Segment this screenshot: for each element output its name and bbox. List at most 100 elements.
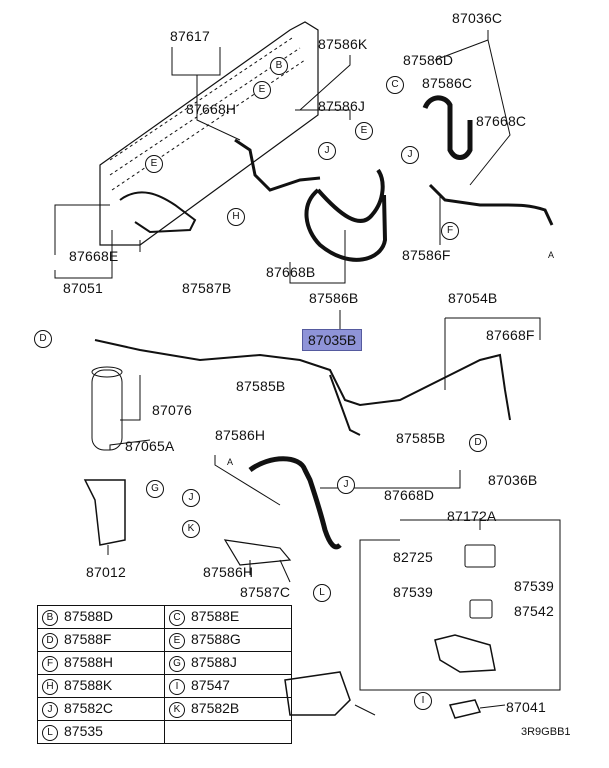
legend-part-number: 87588D <box>64 608 114 625</box>
leader-87051 <box>54 230 113 279</box>
bracket-87587C <box>223 539 292 566</box>
callout-E-3: E <box>145 155 163 173</box>
label-87617: 87617 <box>170 28 210 44</box>
label-87065A: 87065A <box>125 438 175 454</box>
legend-symbol: I <box>169 678 185 695</box>
label-87542: 87542 <box>514 603 554 619</box>
label-87012: 87012 <box>86 564 126 580</box>
label-87539-2: 87539 <box>514 578 554 594</box>
legend-row: J 87582C K 87582B <box>37 697 292 721</box>
label-87668B: 87668B <box>266 264 316 280</box>
callout-J-1: J <box>318 142 336 160</box>
label-87668F: 87668F <box>486 327 535 343</box>
condenser-outline <box>99 21 319 246</box>
label-87036C: 87036C <box>452 10 503 26</box>
callout-E-1: E <box>253 81 271 99</box>
legend-symbol: L <box>42 724 58 741</box>
marker-A-2: A <box>227 457 234 467</box>
label-87668H: 87668H <box>186 101 237 117</box>
legend-symbol: K <box>169 701 185 718</box>
legend-cell: B 87588D <box>37 605 165 629</box>
callout-J-2: J <box>401 146 419 164</box>
callout-L: L <box>313 584 331 602</box>
leader-87586J <box>295 109 351 120</box>
legend-part-number: 87588H <box>64 654 114 671</box>
leader-87668E <box>54 204 110 255</box>
label-87668E: 87668E <box>69 248 119 264</box>
legend-symbol: F <box>42 655 58 672</box>
label-87041: 87041 <box>506 699 546 715</box>
label-87585B: 87585B <box>236 378 286 394</box>
leader-87586B <box>289 230 346 284</box>
label-87172A: 87172A <box>447 508 497 524</box>
label-87668D: 87668D <box>384 487 435 503</box>
legend-symbol: G <box>169 655 185 672</box>
label-82725: 82725 <box>393 549 433 565</box>
hose-87036C <box>422 95 473 160</box>
pipe-87054B <box>94 339 511 421</box>
label-87668C: 87668C <box>476 113 527 129</box>
leader-87586H <box>214 455 281 506</box>
diagram-code: 3R9GBB1 <box>521 726 571 738</box>
callout-H: H <box>227 208 245 226</box>
callout-J-3: J <box>337 476 355 494</box>
legend-cell: F 87588H <box>37 651 165 675</box>
pipe-87054B-b <box>329 374 361 436</box>
legend-part-number: 87547 <box>191 677 230 694</box>
callout-D-1: D <box>34 330 52 348</box>
legend-part-number: 87588E <box>191 608 240 625</box>
label-87054B: 87054B <box>448 290 498 306</box>
leader-87617 <box>171 47 197 76</box>
legend-part-number: 87588F <box>64 631 112 648</box>
legend-part-number: 87588J <box>191 654 237 671</box>
legend-cell: E 87588G <box>164 628 292 652</box>
hose-87586B <box>304 168 388 262</box>
pipe-87668H <box>234 138 321 192</box>
legend-part-number: 87582C <box>64 700 114 717</box>
callout-E-2: E <box>355 122 373 140</box>
receiver-drier-cap <box>91 366 123 378</box>
callout-K: K <box>182 520 200 538</box>
leader-87065A <box>109 439 151 450</box>
label-87586J: 87586J <box>318 98 366 114</box>
leader-87587C <box>279 559 291 583</box>
legend-part-number: 87582B <box>191 700 240 717</box>
legend-symbol: E <box>169 632 185 649</box>
legend-symbol: B <box>42 609 58 626</box>
pipe-87586F <box>428 183 554 226</box>
callout-C: C <box>386 76 404 94</box>
marker-A-1: A <box>548 250 555 260</box>
callout-D-2: D <box>469 434 487 452</box>
label-87586F: 87586F <box>402 247 451 263</box>
part-87041 <box>448 699 482 719</box>
leader-87036B <box>320 470 461 489</box>
receiver-drier <box>91 369 123 451</box>
label-87035B-highlighted[interactable]: 87035B <box>302 329 363 351</box>
arrow-evaporator <box>354 704 376 716</box>
leader-87617-b <box>196 47 241 141</box>
label-87586H-2: 87586H <box>203 564 254 580</box>
legend-symbol: J <box>42 701 58 718</box>
legend-part-number: 87588G <box>191 631 241 648</box>
legend-cell: G 87588J <box>164 651 292 675</box>
label-87586H: 87586H <box>215 427 266 443</box>
legend-row: F 87588H G 87588J <box>37 651 292 675</box>
legend-cell: K 87582B <box>164 697 292 721</box>
callout-B: B <box>270 57 288 75</box>
callout-G: G <box>146 480 164 498</box>
leader-87586K <box>299 55 351 111</box>
label-87587C: 87587C <box>240 584 291 600</box>
label-87585B-2: 87585B <box>396 430 446 446</box>
callout-J-4: J <box>182 489 200 507</box>
part-87542 <box>469 599 493 619</box>
label-87586K: 87586K <box>318 36 368 52</box>
part-82725 <box>464 544 496 568</box>
leader-87041 <box>479 704 506 709</box>
label-87586D: 87586D <box>403 52 454 68</box>
